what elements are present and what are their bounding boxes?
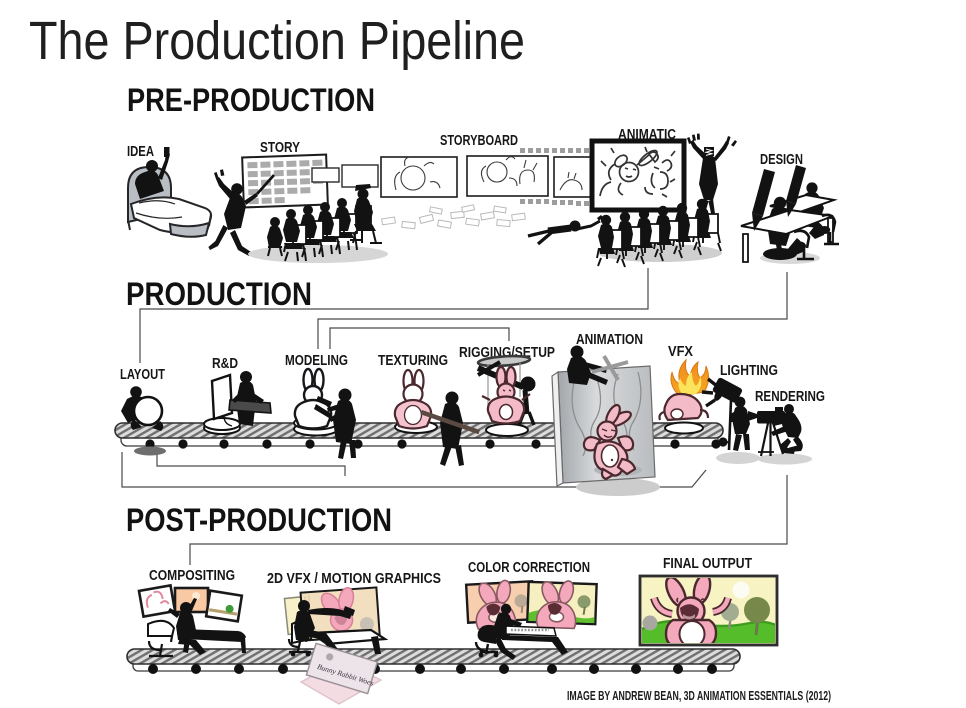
svg-text:MODELING: MODELING: [285, 353, 348, 369]
svg-text:LAYOUT: LAYOUT: [120, 367, 165, 383]
svg-text:The Production Pipeline: The Production Pipeline: [29, 11, 525, 71]
svg-text:PRE-PRODUCTION: PRE-PRODUCTION: [127, 82, 375, 118]
svg-text:VFX: VFX: [668, 344, 693, 360]
svg-text:RENDERING: RENDERING: [755, 389, 825, 405]
svg-text:COLOR CORRECTION: COLOR CORRECTION: [468, 560, 590, 576]
svg-text:IDEA: IDEA: [127, 144, 154, 160]
svg-text:2D VFX / MOTION GRAPHICS: 2D VFX / MOTION GRAPHICS: [267, 571, 441, 587]
svg-text:DESIGN: DESIGN: [760, 152, 803, 168]
svg-text:ANIMATION: ANIMATION: [576, 332, 643, 348]
svg-text:LIGHTING: LIGHTING: [720, 363, 778, 379]
svg-text:STORYBOARD: STORYBOARD: [440, 133, 518, 149]
svg-text:STORY: STORY: [260, 140, 300, 156]
svg-text:PRODUCTION: PRODUCTION: [126, 276, 312, 312]
svg-text:POST-PRODUCTION: POST-PRODUCTION: [126, 502, 392, 538]
svg-text:FINAL OUTPUT: FINAL OUTPUT: [663, 556, 752, 572]
svg-text:R&D: R&D: [212, 356, 238, 372]
svg-text:RIGGING/SETUP: RIGGING/SETUP: [459, 345, 555, 361]
svg-text:TEXTURING: TEXTURING: [378, 353, 448, 369]
svg-text:IMAGE BY ANDREW BEAN, 3D ANIMA: IMAGE BY ANDREW BEAN, 3D ANIMATION ESSEN…: [567, 688, 831, 703]
svg-text:COMPOSITING: COMPOSITING: [149, 568, 235, 584]
